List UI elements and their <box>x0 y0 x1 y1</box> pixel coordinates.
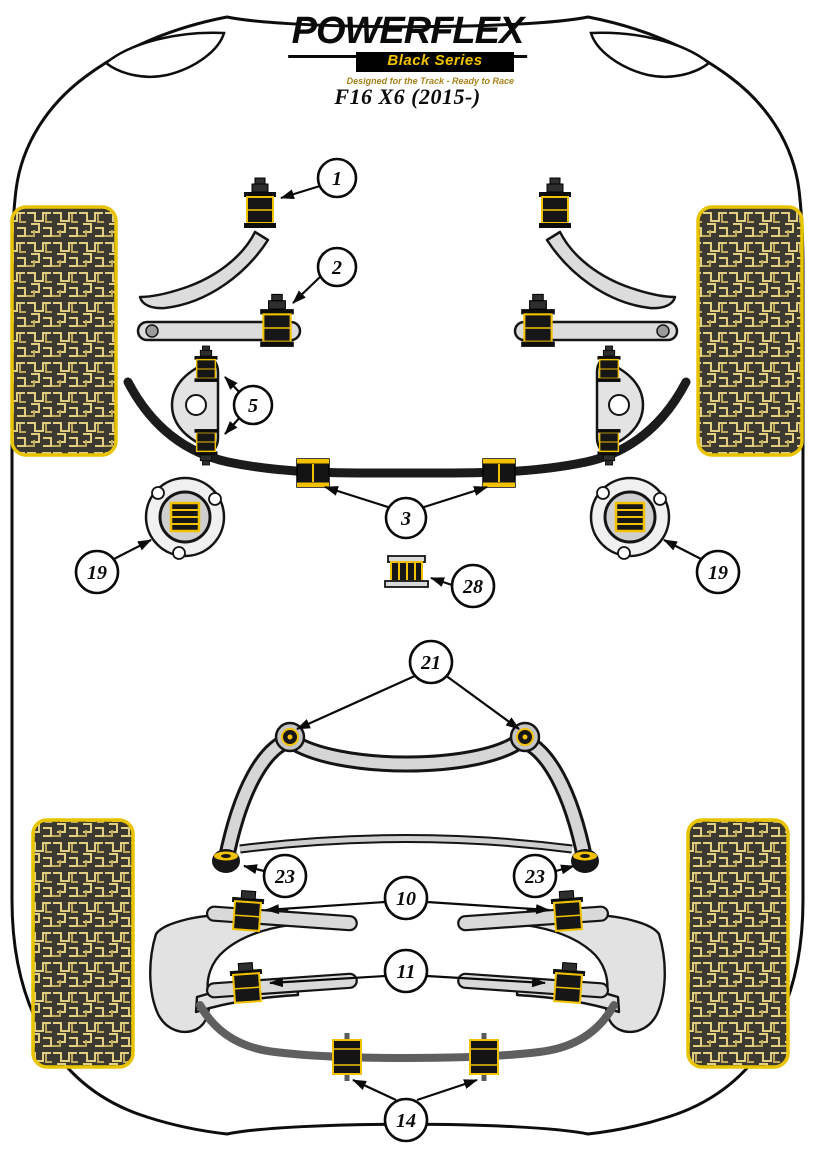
callout-14-label: 14 <box>396 1110 416 1132</box>
callout-21: 21 <box>408 639 454 685</box>
callout-1-label: 1 <box>332 168 342 190</box>
transmission-mount <box>384 555 429 588</box>
arrow-2 <box>292 275 322 304</box>
rear-subframe-rear-bushing-left <box>212 849 240 873</box>
arrow-14b <box>416 1078 478 1102</box>
callout-arrows <box>111 184 704 1102</box>
arrow-19-right <box>663 539 704 561</box>
series-label: Black Series <box>387 52 483 69</box>
brand-logo: POWERFLEX <box>287 10 528 58</box>
callout-23-right-label: 23 <box>524 866 545 888</box>
callout-19-right: 19 <box>695 549 741 595</box>
tire-rear-right <box>686 818 790 1069</box>
callout-11: 11 <box>383 948 429 994</box>
header: POWERFLEX Black Series Designed for the … <box>0 0 815 120</box>
arrow-11b <box>426 974 546 988</box>
headlight-left <box>103 31 226 79</box>
callout-19-right-label: 19 <box>708 562 728 584</box>
arrow-3a <box>324 485 392 510</box>
callout-23-left-label: 23 <box>274 866 295 888</box>
callout-3-label: 3 <box>400 508 411 530</box>
arrow-23-left <box>243 864 265 875</box>
callout-28-label: 28 <box>462 576 483 598</box>
arrow-28 <box>430 576 453 587</box>
tire-rear-left <box>31 818 135 1069</box>
front-arb-bushing-right <box>482 458 516 488</box>
arrow-11a <box>269 974 386 988</box>
callout-3: 3 <box>384 496 428 540</box>
tire-front-right <box>696 205 804 457</box>
arrow-1 <box>280 184 321 200</box>
arrow-10a <box>265 900 386 915</box>
callout-2-label: 2 <box>331 257 342 279</box>
callout-5: 5 <box>232 384 274 426</box>
callout-11-label: 11 <box>397 961 416 983</box>
rear-arb-bushing-left <box>333 1033 361 1081</box>
callout-10: 10 <box>383 875 429 921</box>
arrow-21b <box>444 674 520 730</box>
model-title: F16 X6 (2015-) <box>334 84 481 109</box>
front-arb-bushing-left <box>296 458 330 488</box>
callout-1: 1 <box>316 157 358 199</box>
callout-5-label: 5 <box>248 395 258 417</box>
series-badge: Black Series <box>356 52 514 72</box>
arrow-19-left <box>111 539 152 561</box>
arrow-21a <box>296 673 418 731</box>
callout-14: 14 <box>383 1097 429 1143</box>
arrow-23-right <box>555 864 575 875</box>
rear-arb-bushing-right <box>470 1033 498 1081</box>
tagline: Designed for the Track - Ready to Race <box>346 76 514 86</box>
callout-19-left: 19 <box>74 549 120 595</box>
arrow-3b <box>420 485 488 510</box>
callout-21-label: 21 <box>420 652 441 674</box>
headlight-right <box>589 31 712 79</box>
rear-subframe <box>217 730 594 869</box>
callout-19-left-label: 19 <box>87 562 107 584</box>
callout-2: 2 <box>316 246 358 288</box>
callout-23-right: 23 <box>512 853 558 899</box>
tire-front-left <box>10 205 118 457</box>
rear-anti-roll-bar <box>196 1001 618 1063</box>
arrow-10b <box>426 900 550 915</box>
callout-23-left: 23 <box>262 853 308 899</box>
rear-subframe-rear-bushing-right <box>571 849 599 873</box>
callouts: 1 2 5 3 19 19 28 21 23 23 10 <box>74 157 741 1143</box>
callout-10-label: 10 <box>396 888 416 910</box>
callout-28: 28 <box>450 563 496 609</box>
arrow-14a <box>352 1079 397 1101</box>
